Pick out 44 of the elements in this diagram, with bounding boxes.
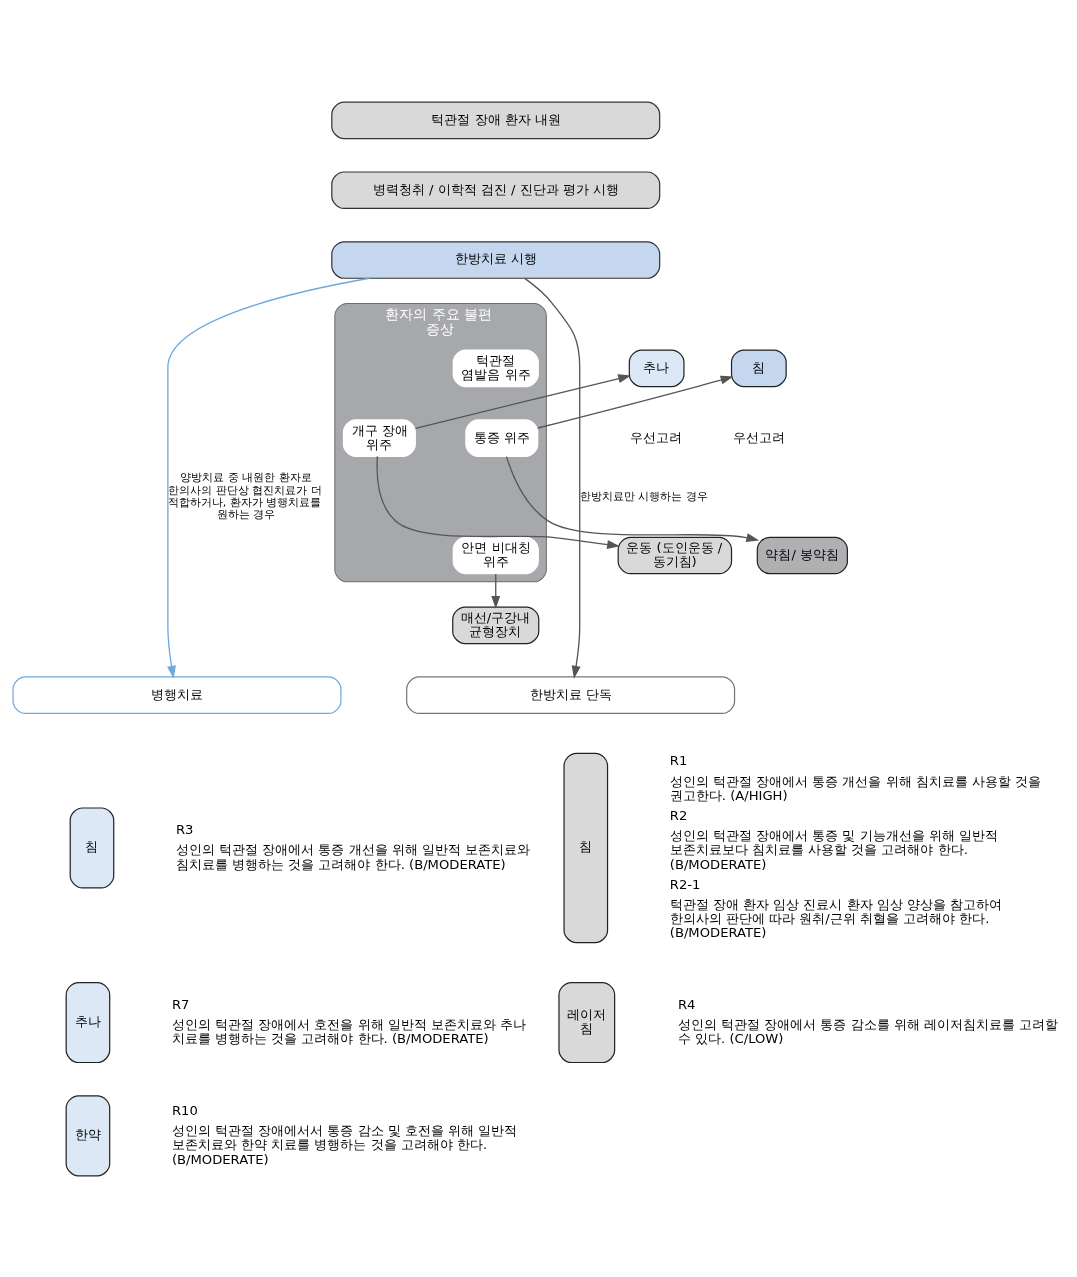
node-label: R2-1 — [669, 876, 700, 892]
node-box: 침 — [730, 349, 787, 387]
node-label: 성인의 턱관절 장애에서 통증 개선을 위해 침치료를 사용할 것을 권고한다. (A/HIGH) — [669, 773, 1041, 803]
node-box: 매선/구강내 균형장치 — [451, 606, 539, 644]
node-box: 병행치료 — [11, 675, 341, 714]
arrow — [375, 455, 620, 549]
node-label: 성인의 턱관절 장애에서 통증 및 기능개선을 위해 일반적 보존치료보다 침치료를 사용할 것을 고려해야 한다. (B/MODERATE) — [669, 827, 998, 872]
node-box: 한방치료 시행 — [330, 240, 660, 279]
node-label: 우선고려 — [629, 429, 682, 445]
node-box: 턱관절 장애 환자 내원 — [330, 101, 660, 139]
node-label: R7 — [171, 996, 189, 1012]
node-box: 레이저 침 — [557, 981, 615, 1063]
node-box: 한약 — [65, 1094, 110, 1176]
edge-label: 한방치료만 시행하는 경우 — [579, 489, 708, 503]
node-box: 추나 — [628, 349, 685, 387]
arrow — [505, 455, 759, 542]
arrow — [166, 277, 370, 679]
node-box: 안면 비대칭 위주 — [452, 536, 539, 574]
node-label: 성인의 턱관절 장애에서 호전을 위해 일반적 보존치료와 추나 치료를 병행하는 것을 고려해야 한다. (B/MODERATE) — [171, 1016, 526, 1046]
arrow — [536, 375, 733, 429]
node-label: 성인의 턱관절 장애에서 통증 감소를 위해 레이저침치료를 고려할 수 있다. (C/LOW) — [677, 1016, 1058, 1046]
arrow — [523, 277, 580, 679]
node-label: R10 — [171, 1102, 198, 1118]
arrow — [414, 373, 631, 429]
node-box: 침 — [562, 752, 608, 943]
node-label: 턱관절 장애 환자 임상 진료시 환자 임상 양상을 참고하여 한의사의 판단에 따라 원취/근위 취혈을 고려해야 한다. (B/MODERATE) — [669, 896, 1002, 940]
arrow — [490, 572, 500, 609]
node-box: 한방치료 단독 — [405, 675, 735, 714]
node-label: R3 — [175, 821, 193, 837]
node-label: R1 — [669, 752, 687, 768]
node-box: 침 — [69, 806, 114, 889]
node-box: 턱관절 염발음 위주 — [452, 349, 539, 387]
node-box: 병력청취 / 이학적 검진 / 진단과 평가 시행 — [330, 170, 660, 209]
node-label: R2 — [669, 807, 687, 823]
node-box: 개구 장애 위주 — [342, 418, 416, 457]
edge-label: 양방치료 중 내원한 환자로 한의사의 판단상 협진치료가 더 적합하거나, 환자가 병행치료를 원하는 경우 — [167, 470, 322, 521]
node-box: 약침/ 봉약침 — [756, 536, 848, 574]
node-label: 성인의 턱관절 장애에서 통증 개선을 위해 일반적 보존치료와 침치료를 병행하는 것을 고려해야 한다. (B/MODERATE) — [175, 841, 530, 872]
node-box: 운동 (도인운동 / 동기침) — [617, 536, 732, 574]
node-label: 우선고려 — [732, 429, 785, 445]
node-box: 통증 위주 — [464, 418, 538, 457]
node-label: R4 — [677, 996, 695, 1012]
node-label: 성인의 턱관절 장애에서서 통증 감소 및 호전을 위해 일반적 보존치료와 한약 치료를 병행하는 것을 고려해야 한다. (B/MODERATE) — [171, 1122, 517, 1167]
node-box: 추나 — [65, 981, 110, 1063]
